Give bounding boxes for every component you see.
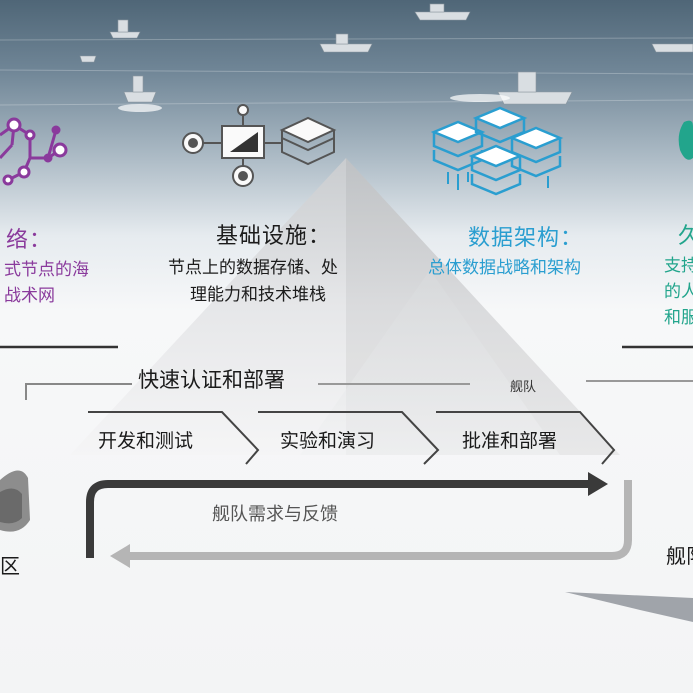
stage-chevrons [88, 411, 616, 465]
forward-arrow [86, 480, 592, 558]
feedback-arrow [128, 480, 632, 560]
column-data-architecture-title: 数据架构： [468, 226, 584, 251]
column-network-title: 络： [6, 228, 53, 253]
stage-experiment-exercise: 实验和演习 [280, 430, 376, 452]
data-cubes-icon [430, 106, 564, 196]
column-network-desc-line1: 式节点的海 [4, 260, 89, 280]
network-nodes-icon [0, 117, 68, 186]
column-teal-desc-line1: 支持 [664, 256, 693, 276]
process-title: 快速认证和部署 [138, 368, 285, 392]
column-infrastructure-desc-line1: 节点上的数据存储、处 [168, 258, 338, 278]
column-teal-title: 久 [678, 224, 693, 249]
left-community-label: 区 [0, 554, 20, 578]
stage-develop-test: 开发和测试 [98, 430, 194, 452]
feedback-label: 舰队需求与反馈 [212, 504, 338, 525]
column-teal-desc-line3: 和服 [664, 308, 693, 328]
column-infrastructure-title: 基础设施： [216, 224, 332, 249]
column-infrastructure-desc-line2: 理能力和技术堆栈 [190, 285, 326, 305]
right-fleet-label: 舰队 [666, 544, 693, 568]
fleet-small-label: 舰队 [510, 380, 537, 395]
column-network-desc-line2: 战术网 [4, 286, 55, 306]
column-teal-desc-line2: 的人 [664, 282, 693, 302]
stage-approve-deploy: 批准和部署 [462, 430, 558, 452]
server-stack-icon [182, 104, 337, 187]
column-data-architecture-desc: 总体数据战略和架构 [428, 258, 581, 278]
teal-badge-icon [678, 120, 693, 160]
